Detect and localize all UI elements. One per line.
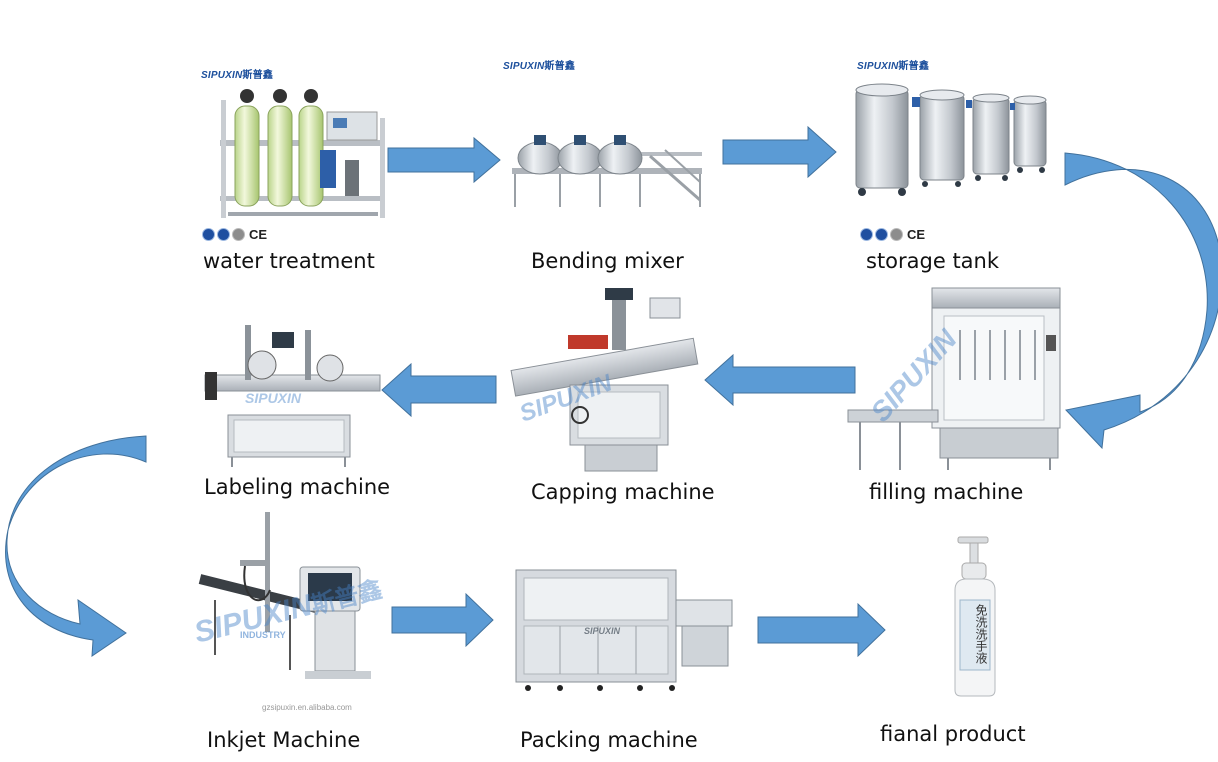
label-labeling-machine: Labeling machine <box>204 475 391 499</box>
arrow-storage-to-filling-curved <box>1064 152 1218 450</box>
tuv-badge-icon <box>202 228 215 242</box>
label-inkjet-machine: Inkjet Machine <box>207 728 361 752</box>
filling-machine-illustration <box>847 287 1061 470</box>
arrow-packing-to-product <box>757 602 886 658</box>
watermark-packing: SIPUXIN <box>584 626 621 636</box>
iso-badge-icon <box>217 228 230 242</box>
watermark-labeling: SIPUXIN <box>245 390 302 406</box>
label-packing-machine: Packing machine <box>520 728 698 752</box>
label-capping-machine: Capping machine <box>531 480 715 504</box>
label-filling-machine: filling machine <box>869 480 1024 504</box>
brand-logo-storage: SIPUXIN斯普鑫 <box>857 61 930 72</box>
bottle-label-text: 免洗洗手液 <box>974 604 988 664</box>
certification-icons-storage: CE <box>860 227 925 242</box>
label-storage-tank: storage tank <box>866 249 1000 273</box>
arrow-labeling-to-inkjet-curved <box>5 435 147 657</box>
sgs-badge-icon <box>890 228 903 242</box>
certification-icons-water: CE <box>202 227 267 242</box>
packing-machine-illustration <box>515 569 733 691</box>
watermark-industry: INDUSTRY <box>240 630 286 640</box>
mixer-machine-illustration <box>512 135 702 207</box>
brand-logo-mixer: SIPUXIN斯普鑫 <box>503 61 576 72</box>
storage-tanks-illustration <box>855 83 1047 196</box>
arrow-filling-to-capping <box>704 353 856 407</box>
inkjet-machine-illustration <box>198 512 371 679</box>
label-water-treatment: water treatment <box>203 249 375 273</box>
arrow-capping-to-labeling <box>381 362 497 418</box>
sgs-badge-icon <box>232 228 245 242</box>
label-final-product: fianal product <box>880 722 1026 746</box>
arrow-water-to-mixer <box>387 136 501 184</box>
brand-logo-water: SIPUXIN斯普鑫 <box>201 70 274 81</box>
ce-mark-icon: CE <box>907 227 926 243</box>
arrow-mixer-to-storage <box>722 125 837 179</box>
watermark-url: gzsipuxin.en.alibaba.com <box>262 703 352 712</box>
capping-machine-illustration <box>510 288 699 472</box>
labeling-machine-illustration <box>204 325 381 467</box>
iso-badge-icon <box>875 228 888 242</box>
ce-mark-icon: CE <box>249 227 268 243</box>
tuv-badge-icon <box>860 228 873 242</box>
label-bending-mixer: Bending mixer <box>531 249 684 273</box>
water-treatment-machine-illustration <box>220 89 385 218</box>
final-product-bottle-illustration <box>954 536 996 697</box>
arrow-inkjet-to-packing <box>391 592 494 648</box>
